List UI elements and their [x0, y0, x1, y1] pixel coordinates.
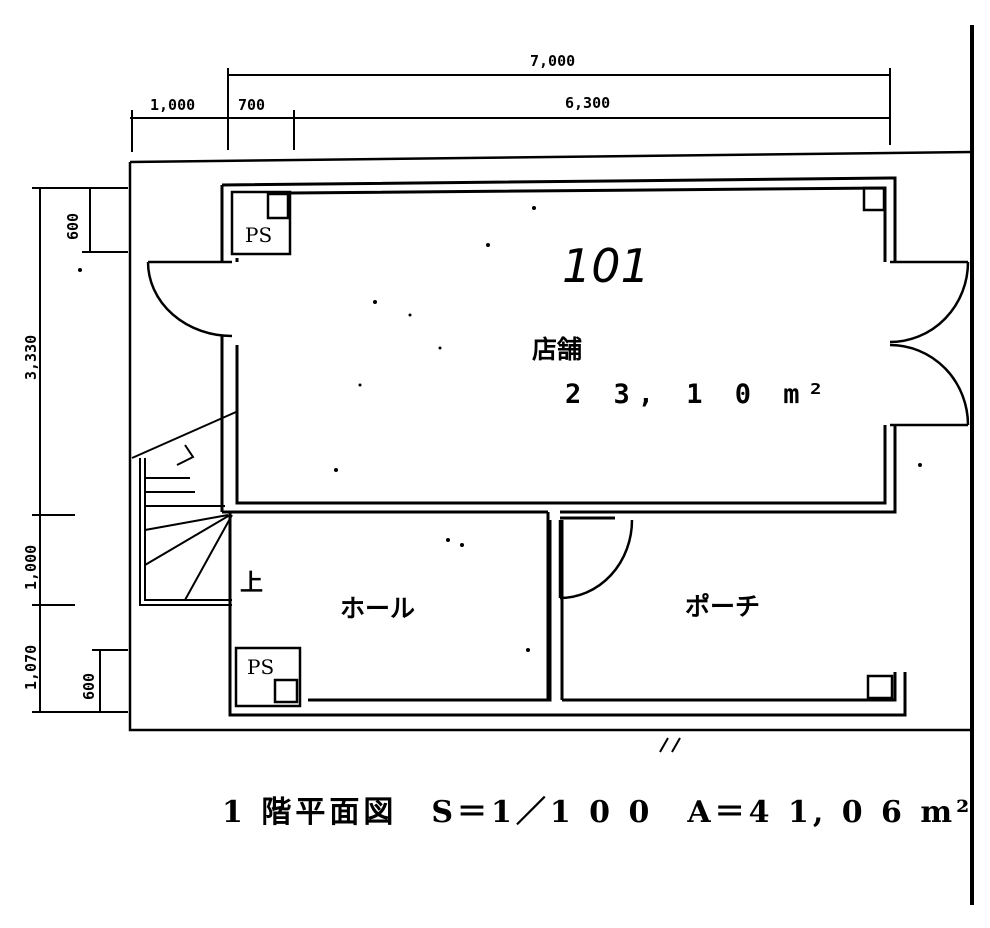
dim-height-upper: 3,330	[22, 335, 40, 380]
column-shop-corner	[864, 188, 884, 210]
dim-left-offset: 1,000	[150, 96, 195, 114]
lot-outline	[130, 152, 972, 730]
shop-label: 店舗	[532, 335, 582, 364]
door-left	[148, 262, 232, 336]
stairs	[132, 412, 236, 605]
porch-label: ポーチ	[685, 592, 760, 621]
dim-stair-offset: 700	[238, 96, 265, 114]
shop-handwritten-number: 101	[562, 239, 650, 293]
left-dimensions	[32, 188, 128, 712]
top-dimensions	[130, 68, 890, 152]
ps-lower-label: PS	[247, 655, 274, 679]
door-porch	[560, 520, 632, 598]
ps-lower-box	[236, 648, 300, 706]
plan-caption: 1 階平面図 S＝1／1 0 0 A＝4 1, 0 6 m²	[222, 795, 973, 830]
ps-upper-box	[232, 192, 290, 254]
dim-main-width: 6,300	[565, 94, 610, 112]
ps-upper-label: PS	[245, 223, 272, 247]
dim-total-width: 7,000	[530, 52, 575, 70]
hall-label: ホール	[340, 594, 415, 623]
scan-noise	[78, 206, 922, 752]
dim-height-middle: 1,000	[22, 545, 40, 590]
door-right-double	[890, 262, 968, 425]
column-porch-corner	[868, 676, 892, 698]
dim-height-lower: 1,070	[22, 645, 40, 690]
dim-ps-lower: 600	[80, 673, 98, 700]
stair-up-label: 上	[240, 570, 263, 596]
building-walls	[222, 178, 905, 715]
shop-area: 2 3, 1 0 m²	[565, 379, 832, 410]
dim-ps-upper: 600	[64, 213, 82, 240]
